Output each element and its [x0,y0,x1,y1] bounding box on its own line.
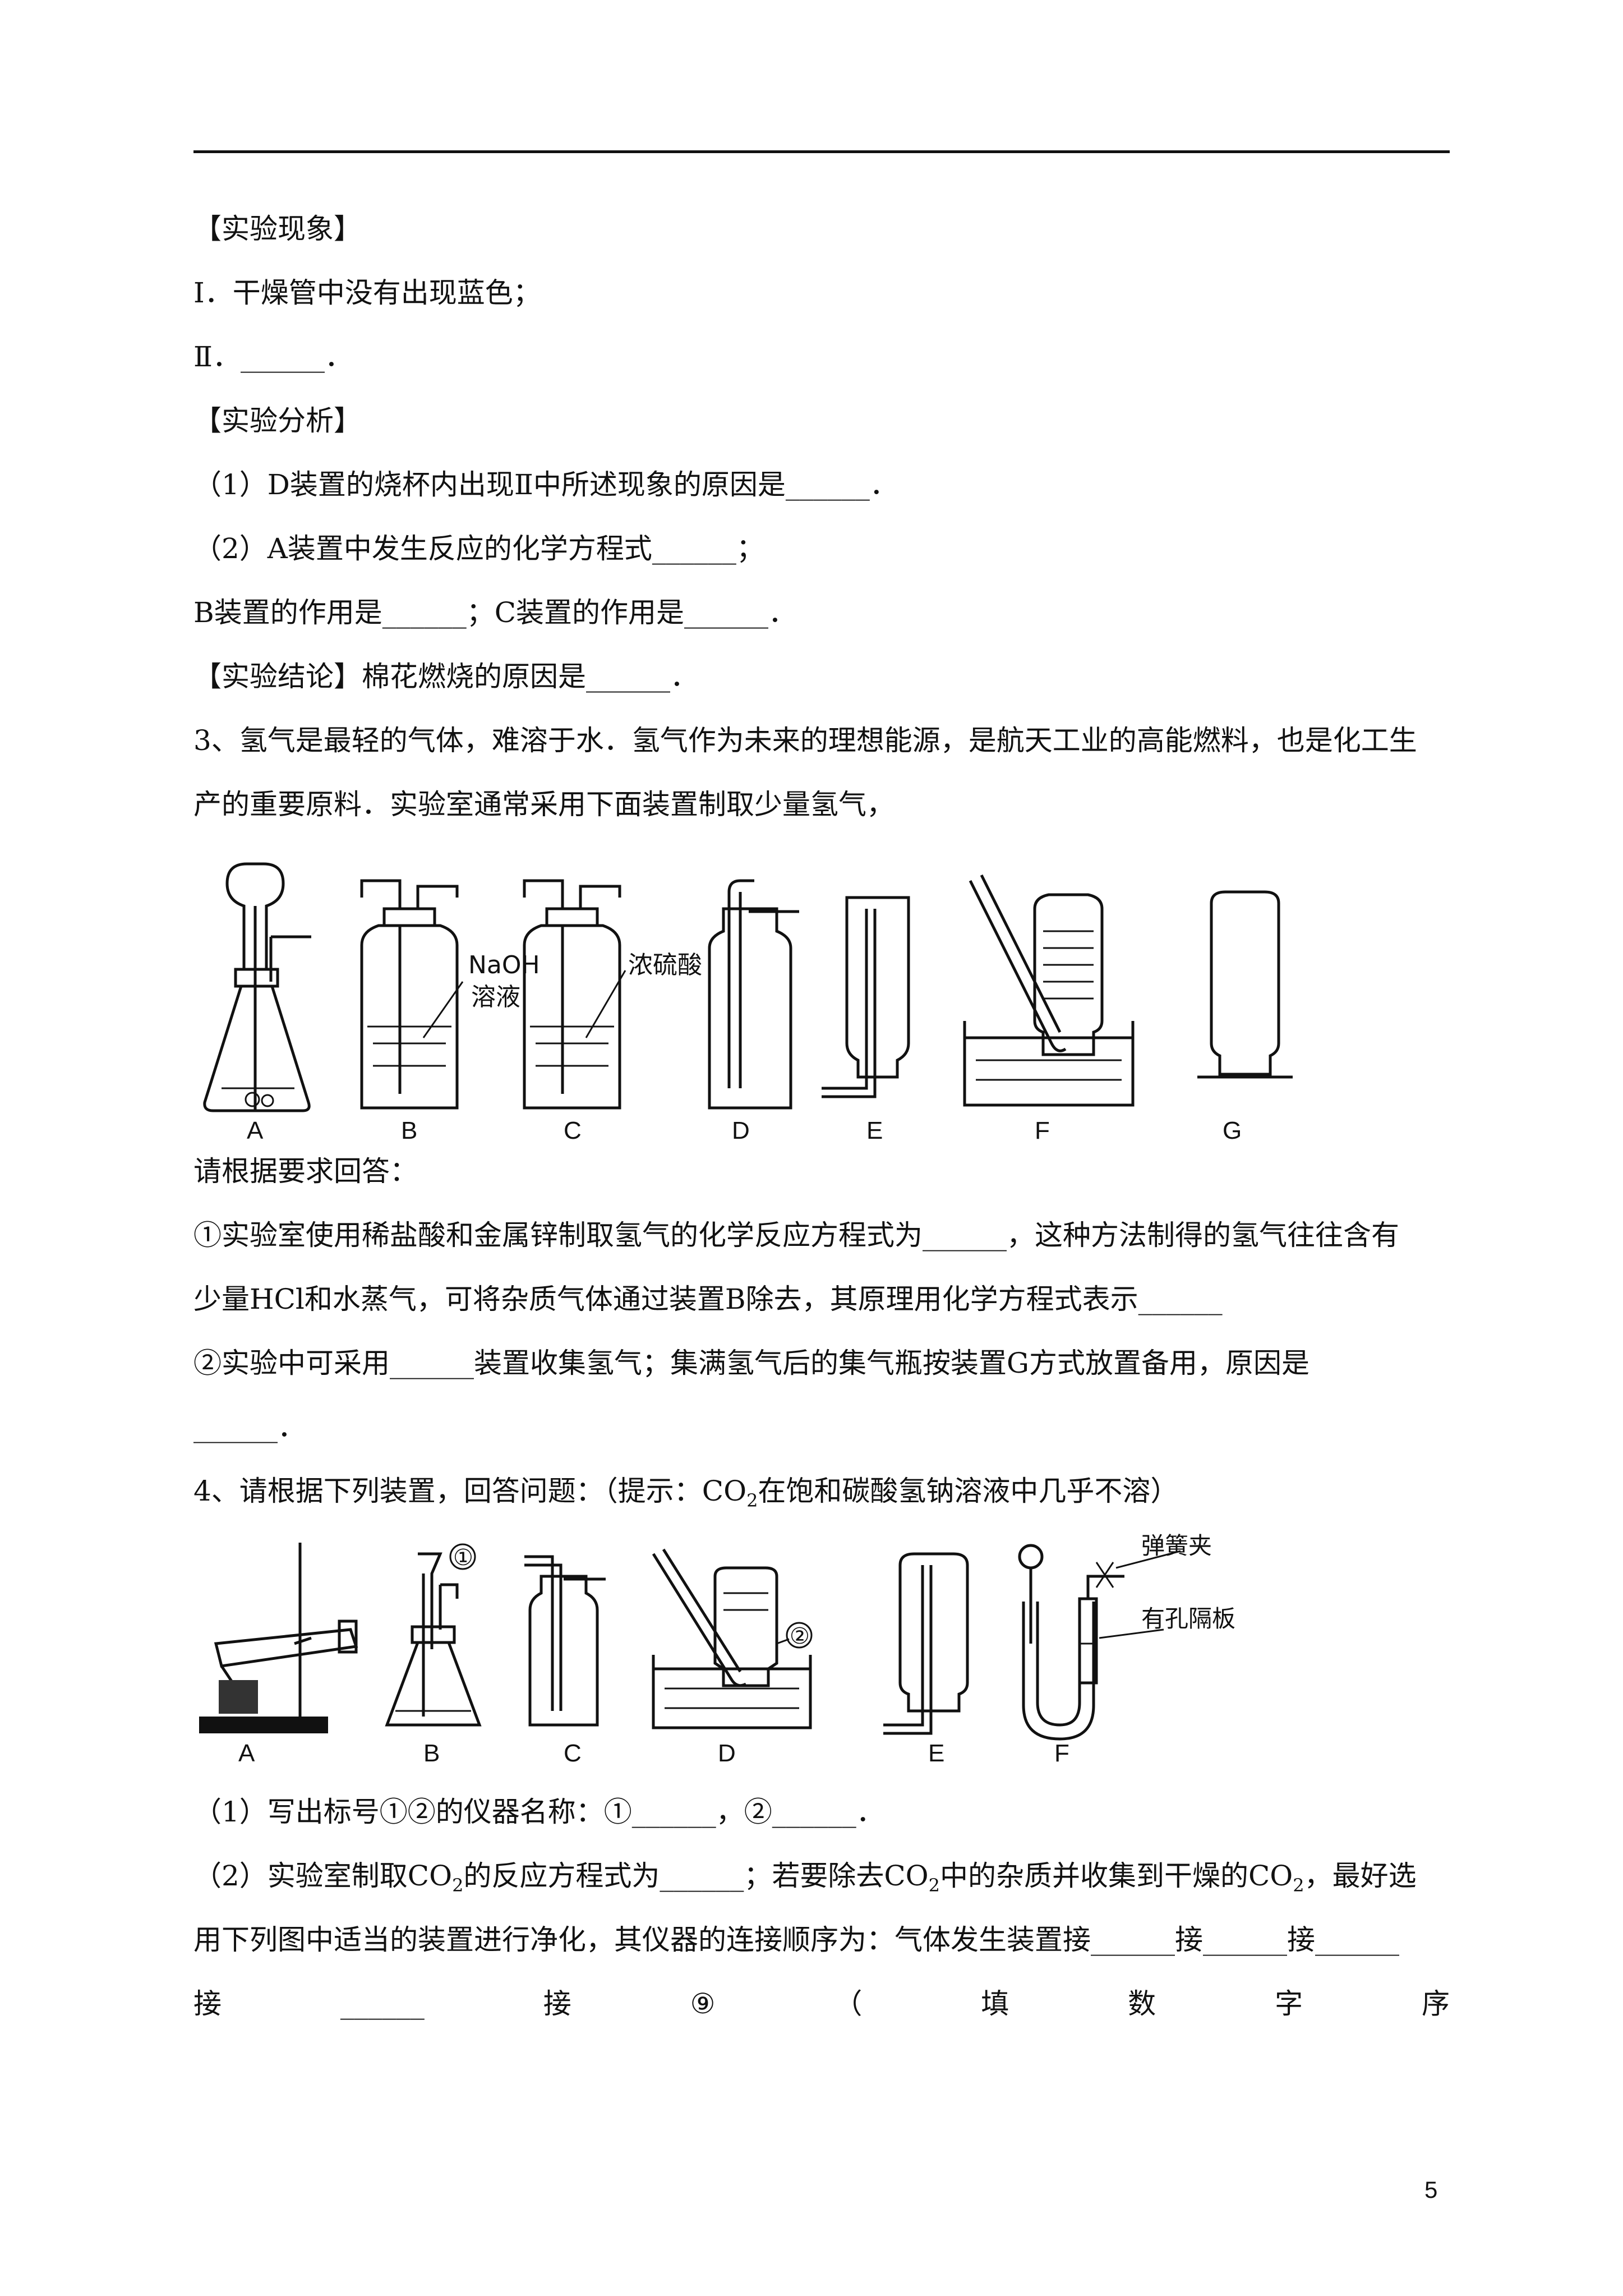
mark-1: ① [453,1545,473,1571]
word: 填 [981,1987,1009,2020]
fig1-label-d: D [732,1117,750,1144]
text-line: 请根据要求回答： [193,1155,418,1188]
naoh-label: NaOH [468,951,540,979]
text-line: ①实验室使用稀盐酸和金属锌制取氢气的化学反应方程式为______，这种方法制得的… [193,1219,1399,1251]
text-line: 少量HCl和水蒸气，可将杂质气体通过装置B除去，其原理用化学方程式表示_____… [193,1283,1223,1315]
fig2-label-c: C [564,1740,582,1767]
header-rule [193,150,1450,153]
text-line: 【实验分析】 [193,404,362,437]
word: （ [834,1987,863,2020]
text-line: Ⅰ．干燥管中没有出现蓝色； [193,277,541,309]
mark-2: ② [790,1623,810,1649]
subscript: 2 [746,1490,758,1511]
question-4-hint: 在饱和碳酸氢钠溶液中几乎不溶） [758,1475,1179,1507]
word: 接 [193,1987,222,2020]
fig2-label-e: E [928,1740,944,1767]
apparatus-f-icon [1018,1544,1181,1741]
sulfuric-acid-label: 浓硫酸 [628,951,702,979]
fig1-label-f: F [1035,1117,1050,1144]
fig2-label-a: A [238,1740,255,1767]
text-line: ②实验中可采用______装置收集氢气；集满氢气后的集气瓶按装置G方式放置备用，… [193,1347,1310,1379]
apparatus-figure-1: A B C D E F G NaOH 溶液 浓硫酸 [203,862,1293,1144]
apparatus-b-icon [360,879,464,1110]
subscript: 2 [928,1875,940,1896]
text-line: （2）A装置中发生反应的化学方程式______； [193,532,764,565]
text-line: 【实验现象】 [193,213,362,245]
fig1-label-e: E [866,1117,883,1144]
fig1-label-a: A [247,1117,264,1144]
fig2-label-b: B [423,1740,440,1767]
text-line: Ⅱ．______． [193,341,353,373]
text-line: 【实验结论】棉花燃烧的原因是______． [193,660,698,693]
text-fragment: 的反应方程式为______；若要除去CO [463,1860,929,1892]
word: 序 [1421,1987,1450,2020]
text-line: 4、请根据下列装置，回答问题：（提示：CO2在饱和碳酸氢钠溶液中几乎不溶） [193,1474,1178,1517]
text-line: 产的重要原料．实验室通常采用下面装置制取少量氢气， [193,788,895,821]
apparatus-e-icon [883,1552,969,1735]
word: 数 [1128,1987,1156,2020]
naoh-solution-label: 溶液 [471,983,520,1011]
fig1-label-g: G [1223,1117,1242,1144]
apparatus-figure-2: A B C D E F ① ② 弹簧夹 有孔隔板 [199,1532,1235,1767]
apparatus-d-icon [708,879,799,1110]
apparatus-a-icon [203,862,311,1112]
text-fragment: ，最好选 [1304,1860,1417,1892]
apparatus-e-icon [822,896,910,1098]
apparatus-d-icon [652,1548,813,1729]
word: 接 [543,1987,571,2020]
spring-clip-label: 弹簧夹 [1141,1532,1212,1559]
text-line: 3、氢气是最轻的气体，难溶于水．氢气作为未来的理想能源，是航天工业的高能燃料，也… [193,724,1417,757]
apparatus-f-icon [963,874,1135,1107]
fig1-label-b: B [401,1117,417,1144]
page-number: 5 [1424,2177,1438,2203]
word: 字 [1275,1987,1303,2020]
text-fragment: （2）实验室制取CO [193,1860,453,1892]
apparatus-c-icon [524,1555,606,1727]
apparatus-g-icon [1197,890,1293,1079]
text-line: （1）写出标号①②的仪器名称：①______，②______． [193,1796,884,1828]
apparatus-a-icon [199,1543,358,1733]
text-line: （1）D装置的烧杯内出现Ⅱ中所述现象的原因是______． [193,468,898,501]
text-line: （2）实验室制取CO2的反应方程式为______；若要除去CO2中的杂质并收集到… [193,1859,1417,1902]
porous-plate-label: 有孔隔板 [1141,1605,1235,1632]
word: ______ [340,1987,425,2020]
apparatus-c-icon [523,879,626,1110]
apparatus-b-icon [385,1543,482,1727]
text-fragment: 中的杂质并收集到干燥的CO [940,1860,1293,1892]
text-line-spread: 接 ______ 接 ⑨ （ 填 数 字 序 [193,1987,1450,2021]
text-line: B装置的作用是______；C装置的作用是______． [193,596,796,629]
fig2-label-f: F [1054,1740,1069,1767]
subscript: 2 [452,1875,464,1896]
question-4-stem: 4、请根据下列装置，回答问题：（提示：CO [193,1475,747,1507]
fig1-label-c: C [564,1117,582,1144]
subscript: 2 [1293,1875,1304,1896]
text-line: 用下列图中适当的装置进行净化，其仪器的连接顺序为：气体发生装置接______接_… [193,1924,1399,1956]
word: ⑨ [690,1987,716,2020]
fig2-label-d: D [718,1740,736,1767]
text-line: ______． [193,1411,306,1443]
